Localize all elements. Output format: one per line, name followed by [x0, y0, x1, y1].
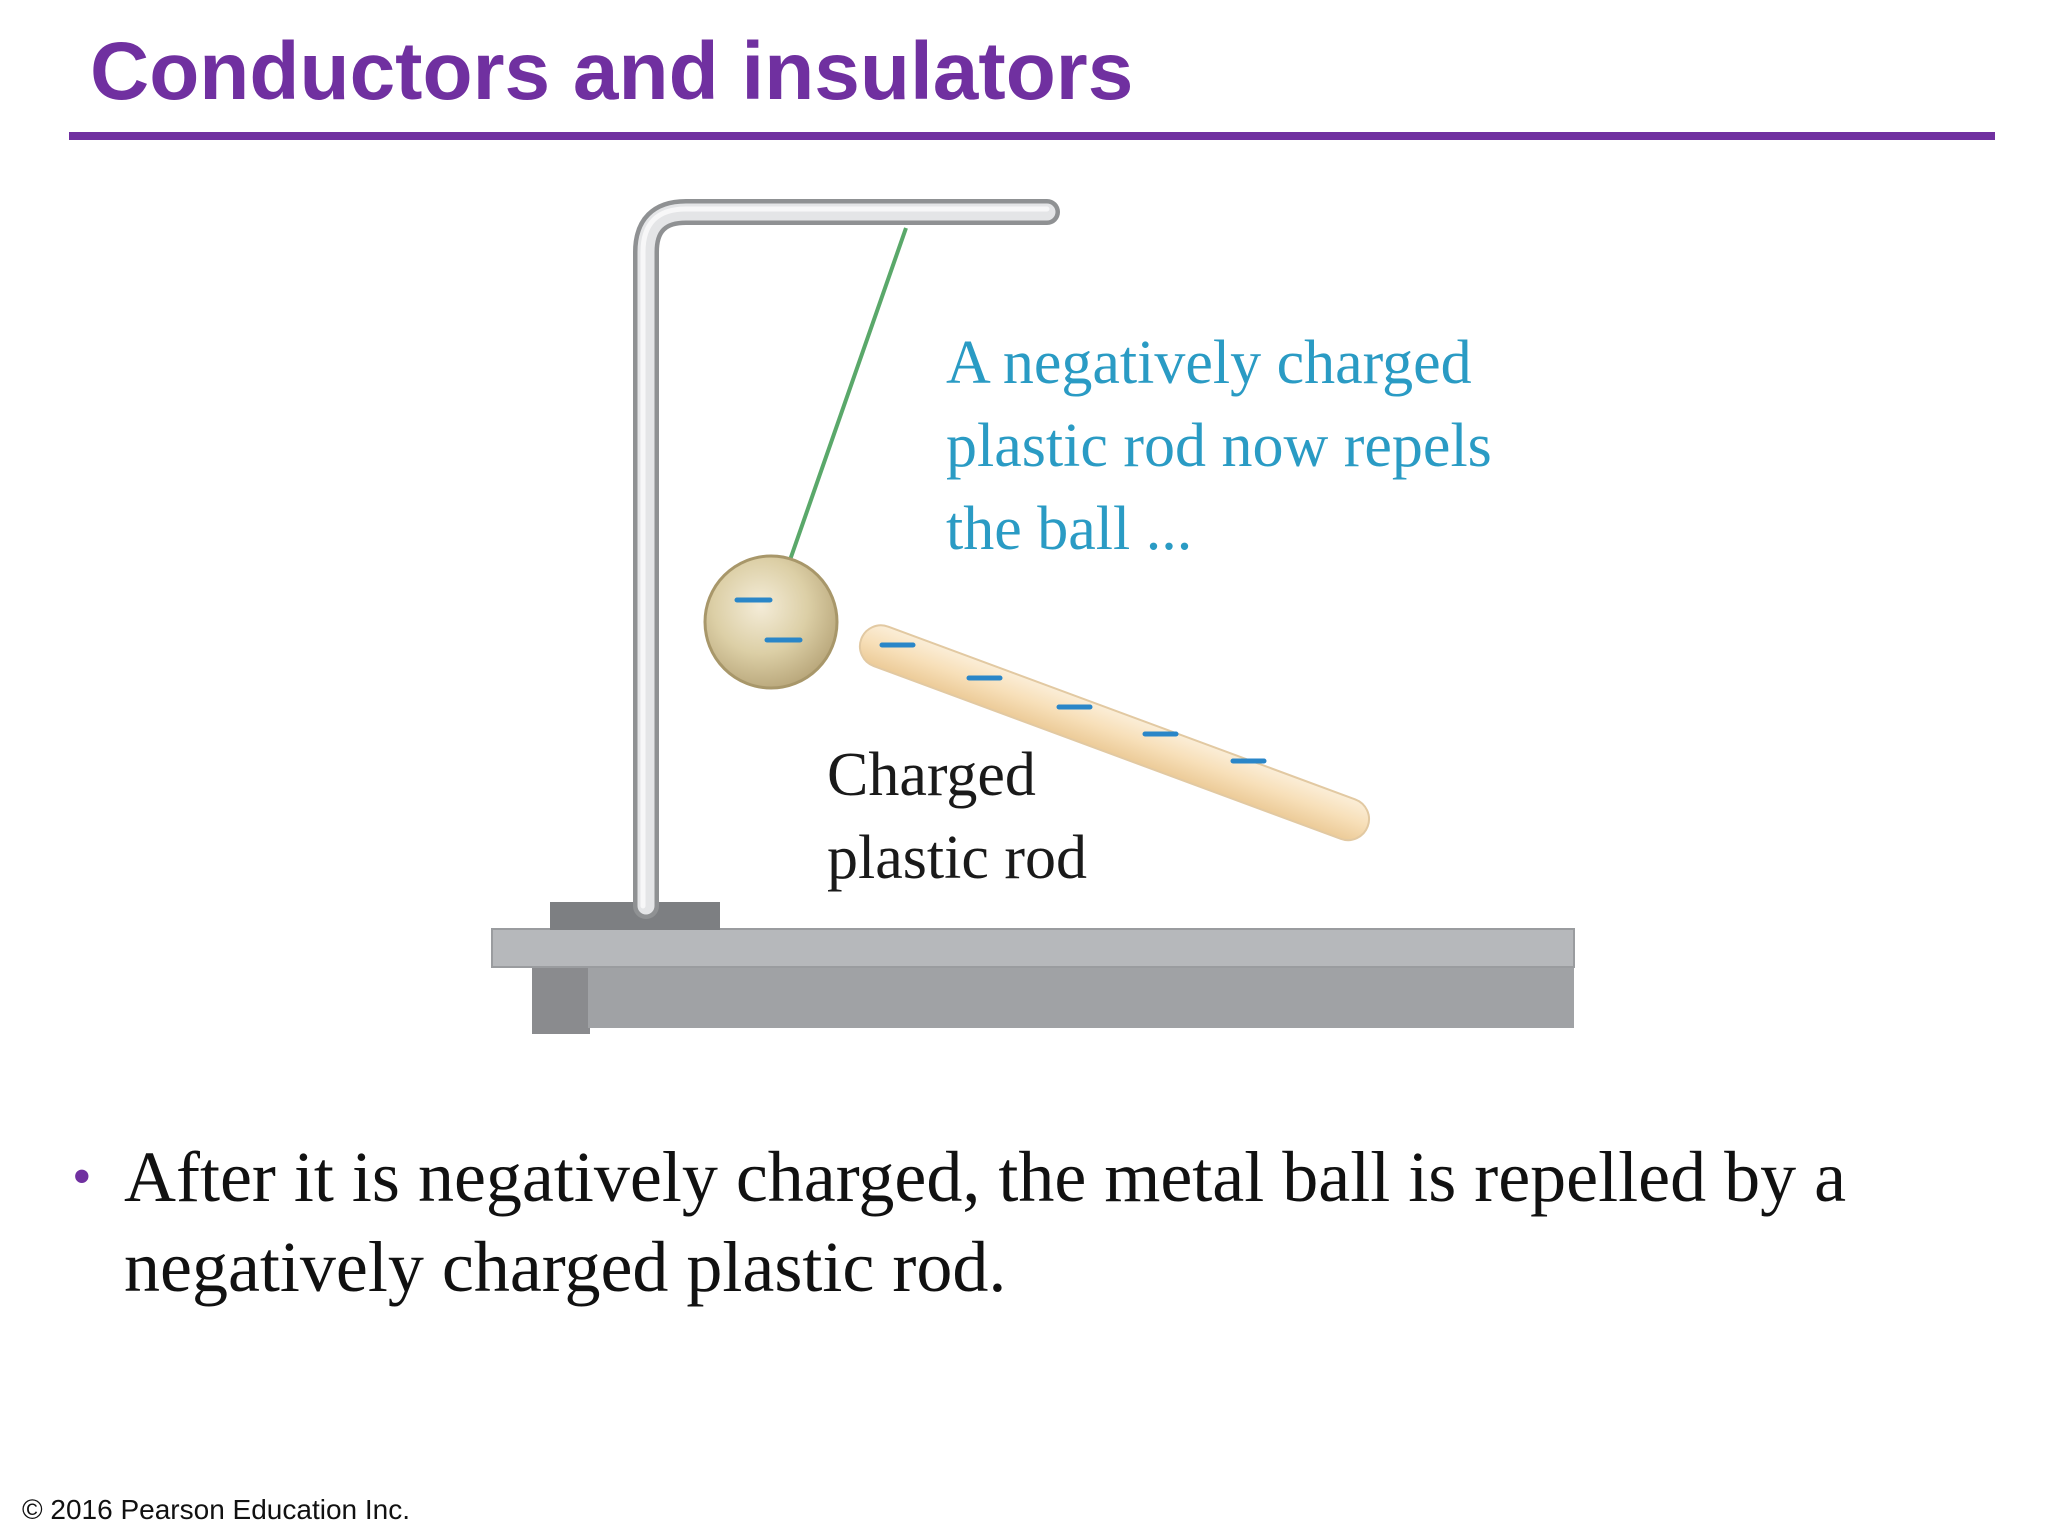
slide-title: Conductors and insulators: [90, 26, 1134, 117]
table-top: [491, 928, 1575, 968]
table-leg: [532, 962, 590, 1034]
metal-ball: [703, 554, 839, 690]
bullet-item: • After it is negatively charged, the me…: [72, 1132, 1952, 1312]
table-front: [588, 966, 1574, 1028]
thread: [788, 227, 908, 561]
caption-line: A negatively charged: [946, 329, 1472, 397]
table: [491, 902, 1575, 1034]
title-underline: [69, 132, 1995, 140]
stand: [633, 199, 1060, 919]
copyright-notice: © 2016 Pearson Education Inc.: [22, 1494, 410, 1525]
plastic-rod: [858, 624, 1371, 842]
caption-line: plastic rod now repels: [946, 412, 1492, 480]
rod-label-line: plastic rod: [827, 824, 1087, 892]
caption-line: the ball ...: [946, 495, 1192, 563]
rod-label-line: Charged: [827, 741, 1036, 809]
bullet-marker: •: [72, 1146, 92, 1208]
bullet-text: After it is negatively charged, the meta…: [124, 1137, 1847, 1307]
